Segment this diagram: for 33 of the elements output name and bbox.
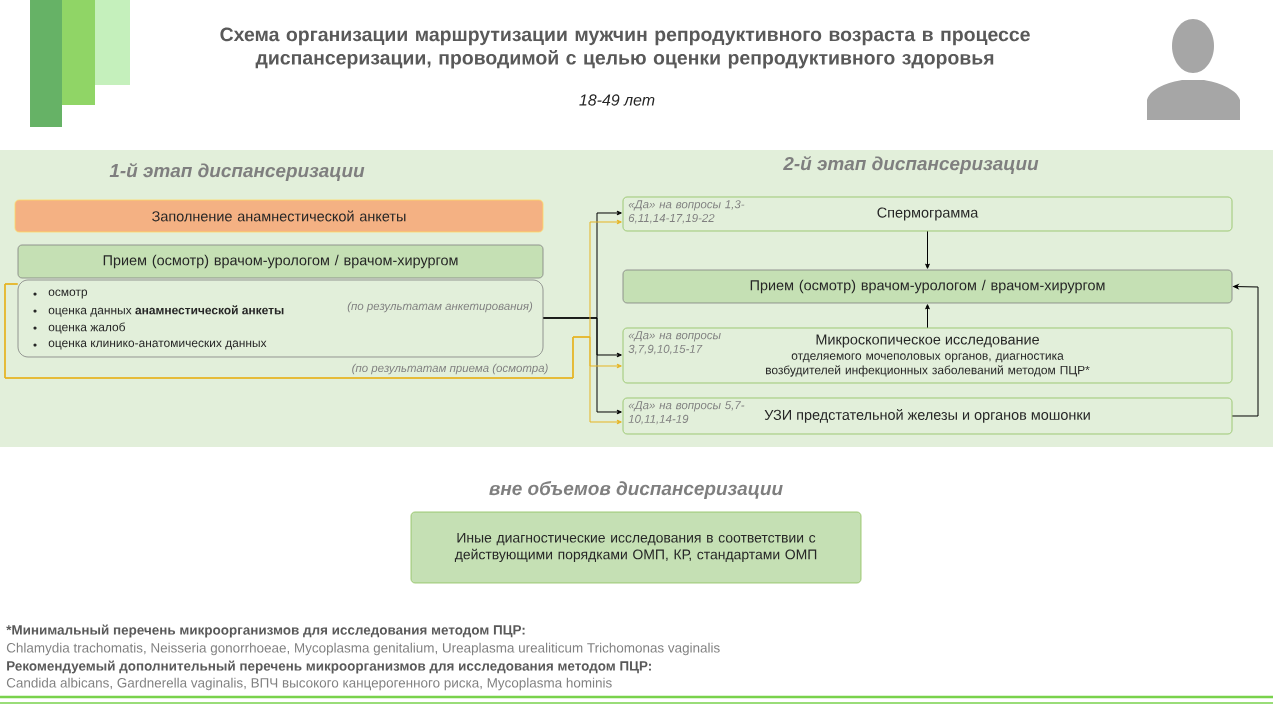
section-heading: 2-й этап диспансеризации [783, 155, 1039, 175]
process-box [622, 196, 1233, 232]
footnote: Candida albicans, Gardnerella vaginalis, ВПЧ высокого канцерогенного риска, Mycoplasma hominis [6, 677, 612, 691]
question-note: «Да» на вопросы 1,3-6,11,14-17,19-22 [628, 200, 745, 224]
process-box [622, 327, 1233, 384]
process-box: Заполнение анамнестической анкеты [14, 199, 544, 233]
arrow [542, 317, 622, 415]
footnote: Рекомендуемый дополнительный перечень микроорганизмов для исследования методом ПЦР: [7, 660, 651, 674]
arrow [4, 283, 622, 425]
footnote: Chlamydia trachomatis, Neisseria gonorrhoeae, Mycoplasma genitalium, Ureaplasma urealiticum Trichomonas vaginalis [6, 642, 720, 656]
arrow [925, 230, 930, 269]
list-box [17, 279, 544, 358]
bullet-item: оценка данных анамнестической анкеты [48, 305, 284, 317]
bullet-item: оценка клинико-анатомических данных [48, 340, 267, 350]
question-note: «Да» на вопросы 5,7-10,11,14-19 [628, 401, 745, 425]
section-heading: вне объемов диспансеризации [489, 481, 783, 499]
box-label: Микроскопическое исследование [816, 334, 1039, 348]
question-note: «Да» на вопросы 3,7,9,10,15-17 [628, 331, 721, 355]
arrow [925, 304, 930, 329]
box-label: Спермограмма [877, 207, 979, 221]
process-box: Прием (осмотр) врачом-урологом / врачом-хирургом [17, 244, 544, 279]
title: Схема организации маршрутизации мужчин репродуктивного возраста в процессе диспансеризации, проводимой с целью оценки репродуктивного здоровья [220, 27, 1030, 69]
bullet-item: оценка жалоб [48, 322, 125, 334]
bullet-item: осмотр [48, 289, 88, 299]
process-box: Иные диагностические исследования в соответствии с действующими порядками ОМП, КР, стандартами ОМП [410, 511, 862, 584]
process-box [622, 397, 1233, 435]
age-range: 18-49 лет [579, 94, 655, 106]
arrow [1231, 284, 1259, 417]
box-label: УЗИ предстательной железы и органов мошонки [764, 409, 1090, 423]
process-box: Прием (осмотр) врачом-урологом / врачом-хирургом [622, 269, 1233, 304]
box-text: отделяемого мочеполовых органов, диагностика возбудителей инфекционных заболеваний методом ПЦР* [766, 353, 1090, 377]
footnote: *Минимальный перечень микроорганизмов для исследования методом ПЦР: [6, 624, 525, 638]
section-heading: 1-й этап диспансеризации [109, 162, 365, 182]
